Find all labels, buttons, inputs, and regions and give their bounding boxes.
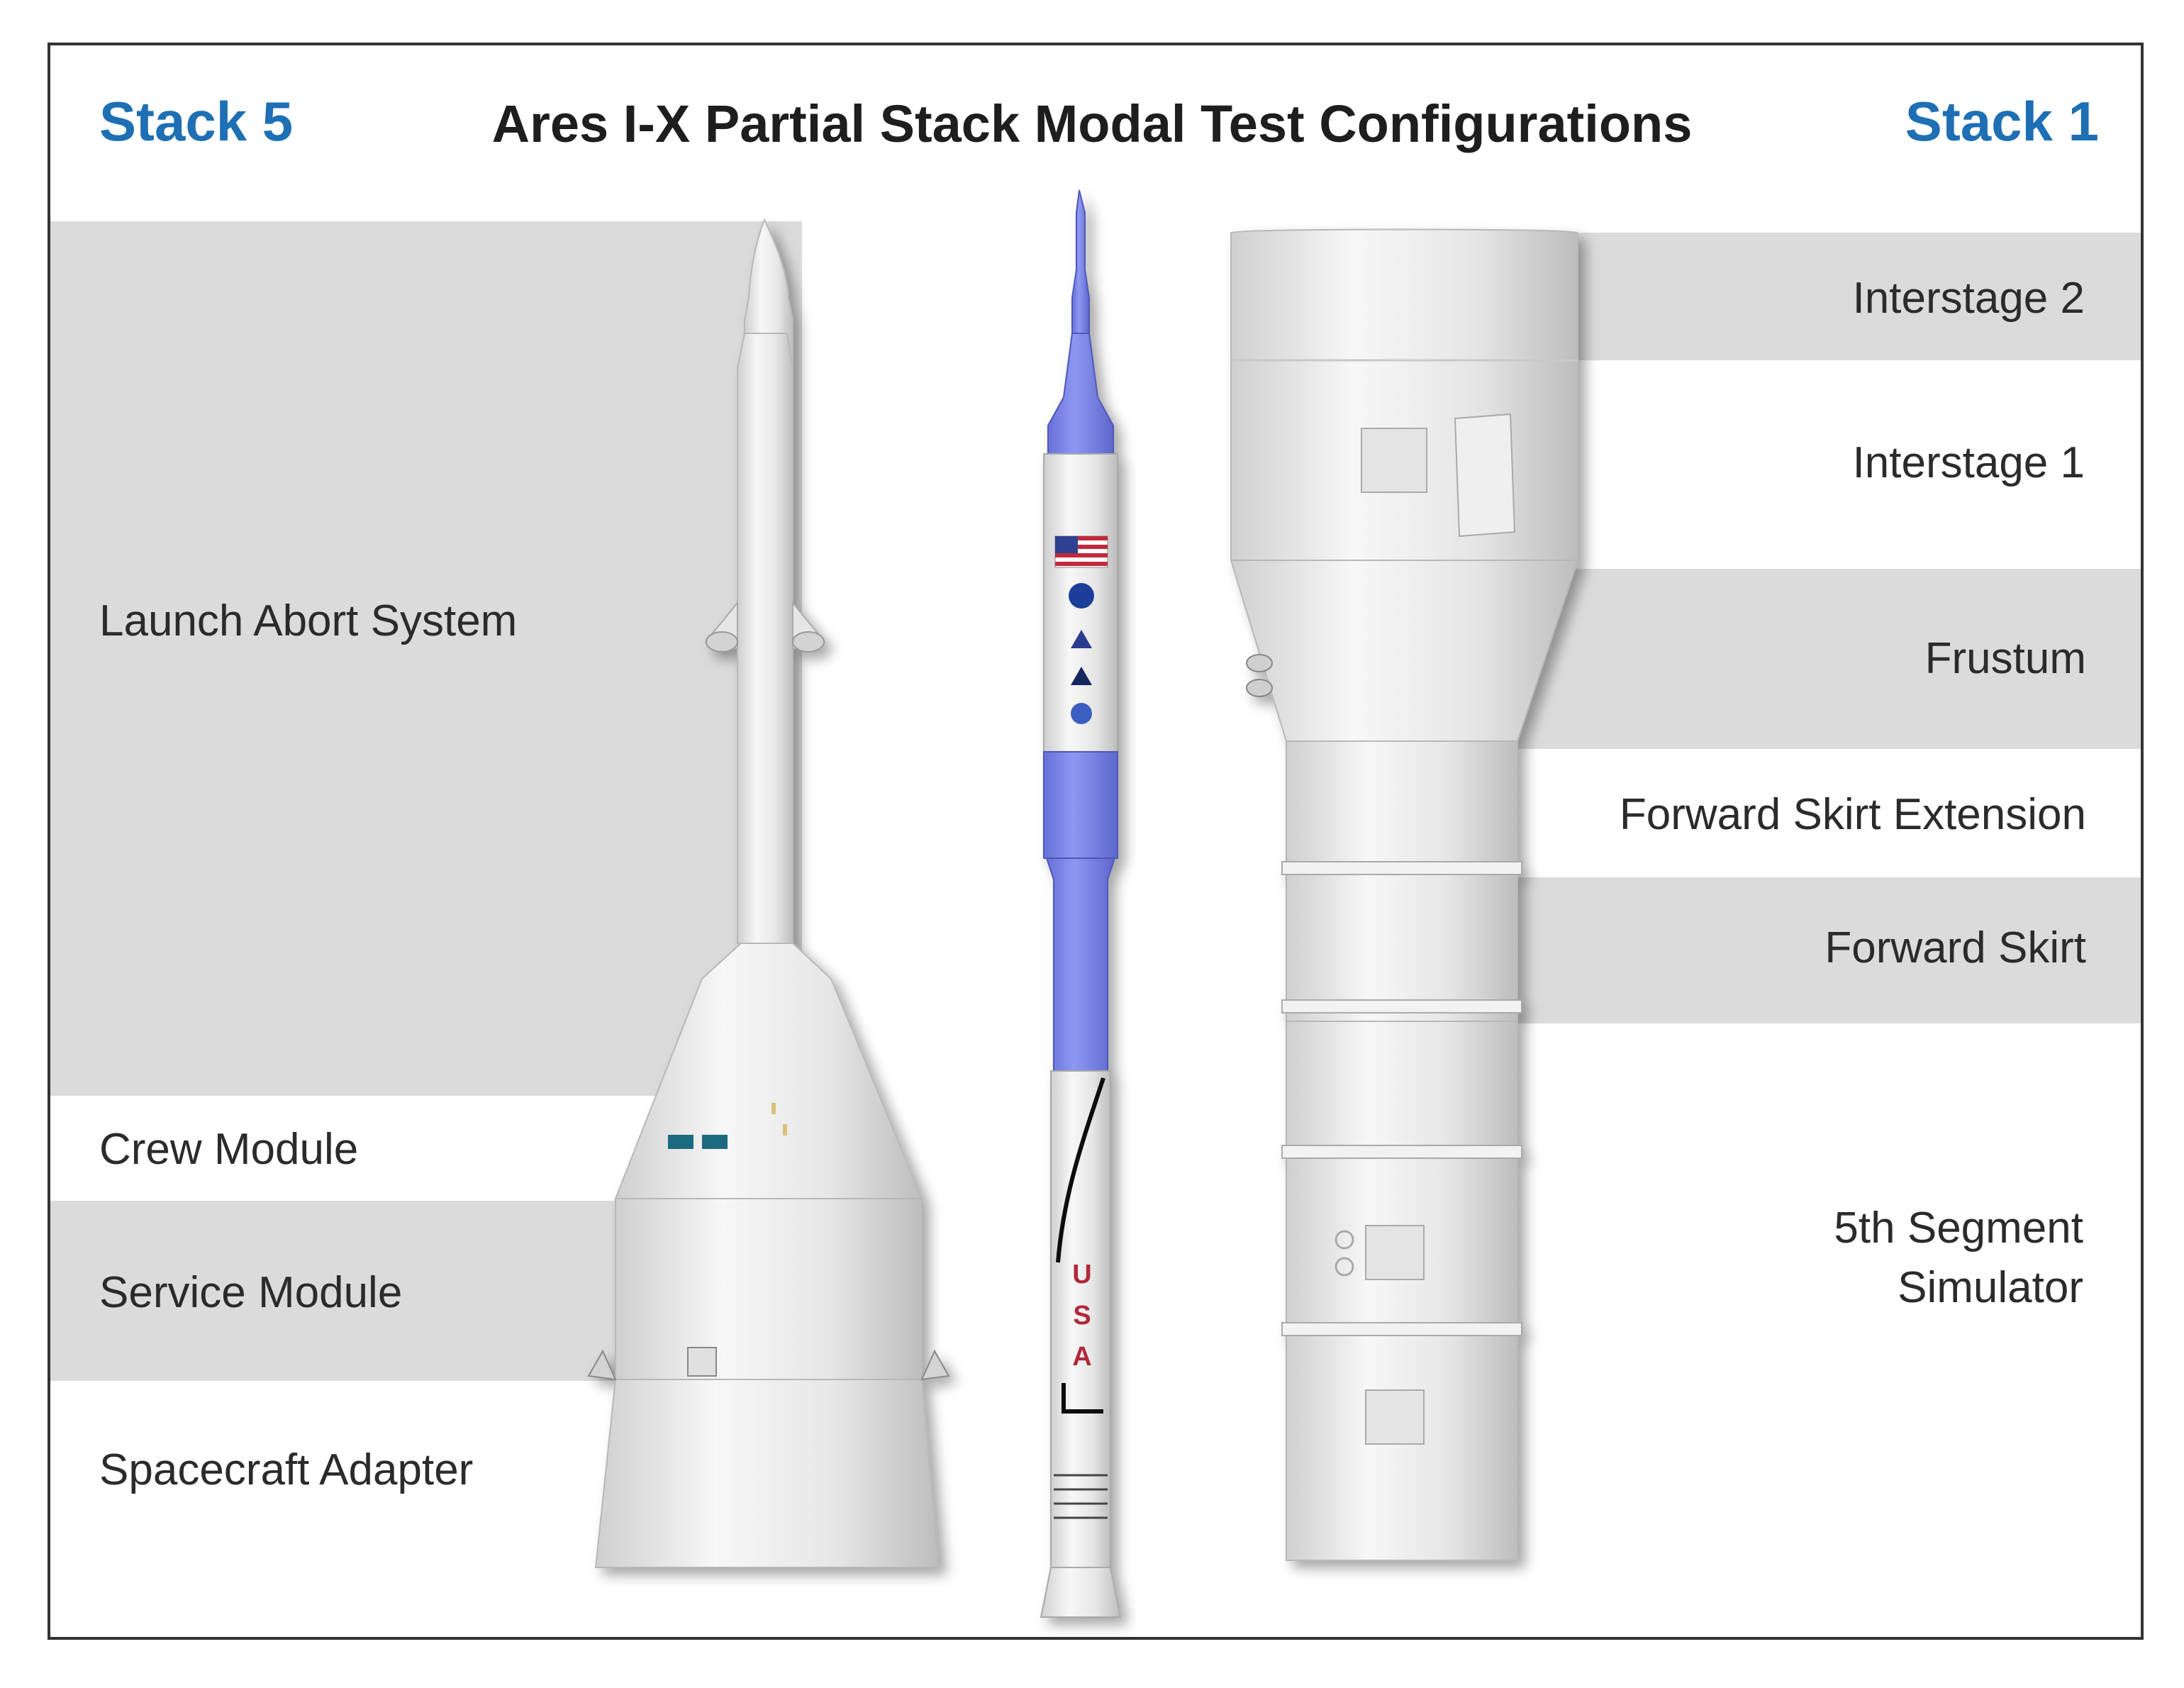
ogive-fairing: [614, 943, 923, 1199]
usa-marking: U S A: [1072, 1260, 1092, 1372]
label-5th-segment-simulator: 5th Segment Simulator: [1834, 1204, 2083, 1312]
crew-module-window: [668, 1135, 693, 1149]
label-interstage-1: Interstage 1: [1852, 438, 2085, 487]
stack-5-title: Stack 5: [99, 90, 294, 152]
stack-1-vehicle: [1230, 228, 1579, 1561]
mission-patch-icon: [1071, 630, 1092, 648]
spacecraft-adapter-body: [594, 1379, 940, 1568]
band-launch-abort-system: [50, 221, 802, 1096]
label-frustum: Frustum: [1924, 634, 2086, 683]
service-module-body: [615, 1198, 923, 1380]
label-service-module: Service Module: [99, 1268, 403, 1317]
stack-1-title: Stack 1: [1905, 90, 2099, 152]
aft-skirt: [1040, 1567, 1122, 1618]
frustum-body: [1230, 560, 1579, 742]
band-frustum: [1496, 569, 2141, 749]
us-flag-icon: [1054, 535, 1108, 568]
first-stage-booster: [1050, 1070, 1111, 1568]
stack-5-vehicle: [587, 218, 950, 1568]
label-interstage-2: Interstage 2: [1852, 274, 2085, 323]
forward-skirt-body: [1286, 868, 1518, 1022]
page-title: Ares I-X Partial Stack Modal Test Config…: [491, 94, 1693, 153]
interstage-body: [1230, 228, 1578, 561]
label-crew-module: Crew Module: [99, 1125, 359, 1174]
band-interstage-2: [1496, 233, 2141, 360]
upper-tower: [1071, 189, 1090, 334]
label-forward-skirt: Forward Skirt: [1824, 923, 2086, 972]
label-spacecraft-adapter: Spacecraft Adapter: [99, 1445, 474, 1494]
band-forward-skirt: [1496, 877, 2141, 1023]
nasa-meatball-icon: [1069, 583, 1094, 609]
ares-ix-full-vehicle: [1040, 189, 1122, 1618]
label-launch-abort-system: Launch Abort System: [99, 596, 518, 645]
forward-skirt-extension-body: [1286, 740, 1518, 870]
segment-simulator-body: [1286, 1021, 1518, 1561]
label-forward-skirt-extension: Forward Skirt Extension: [1619, 790, 2086, 839]
